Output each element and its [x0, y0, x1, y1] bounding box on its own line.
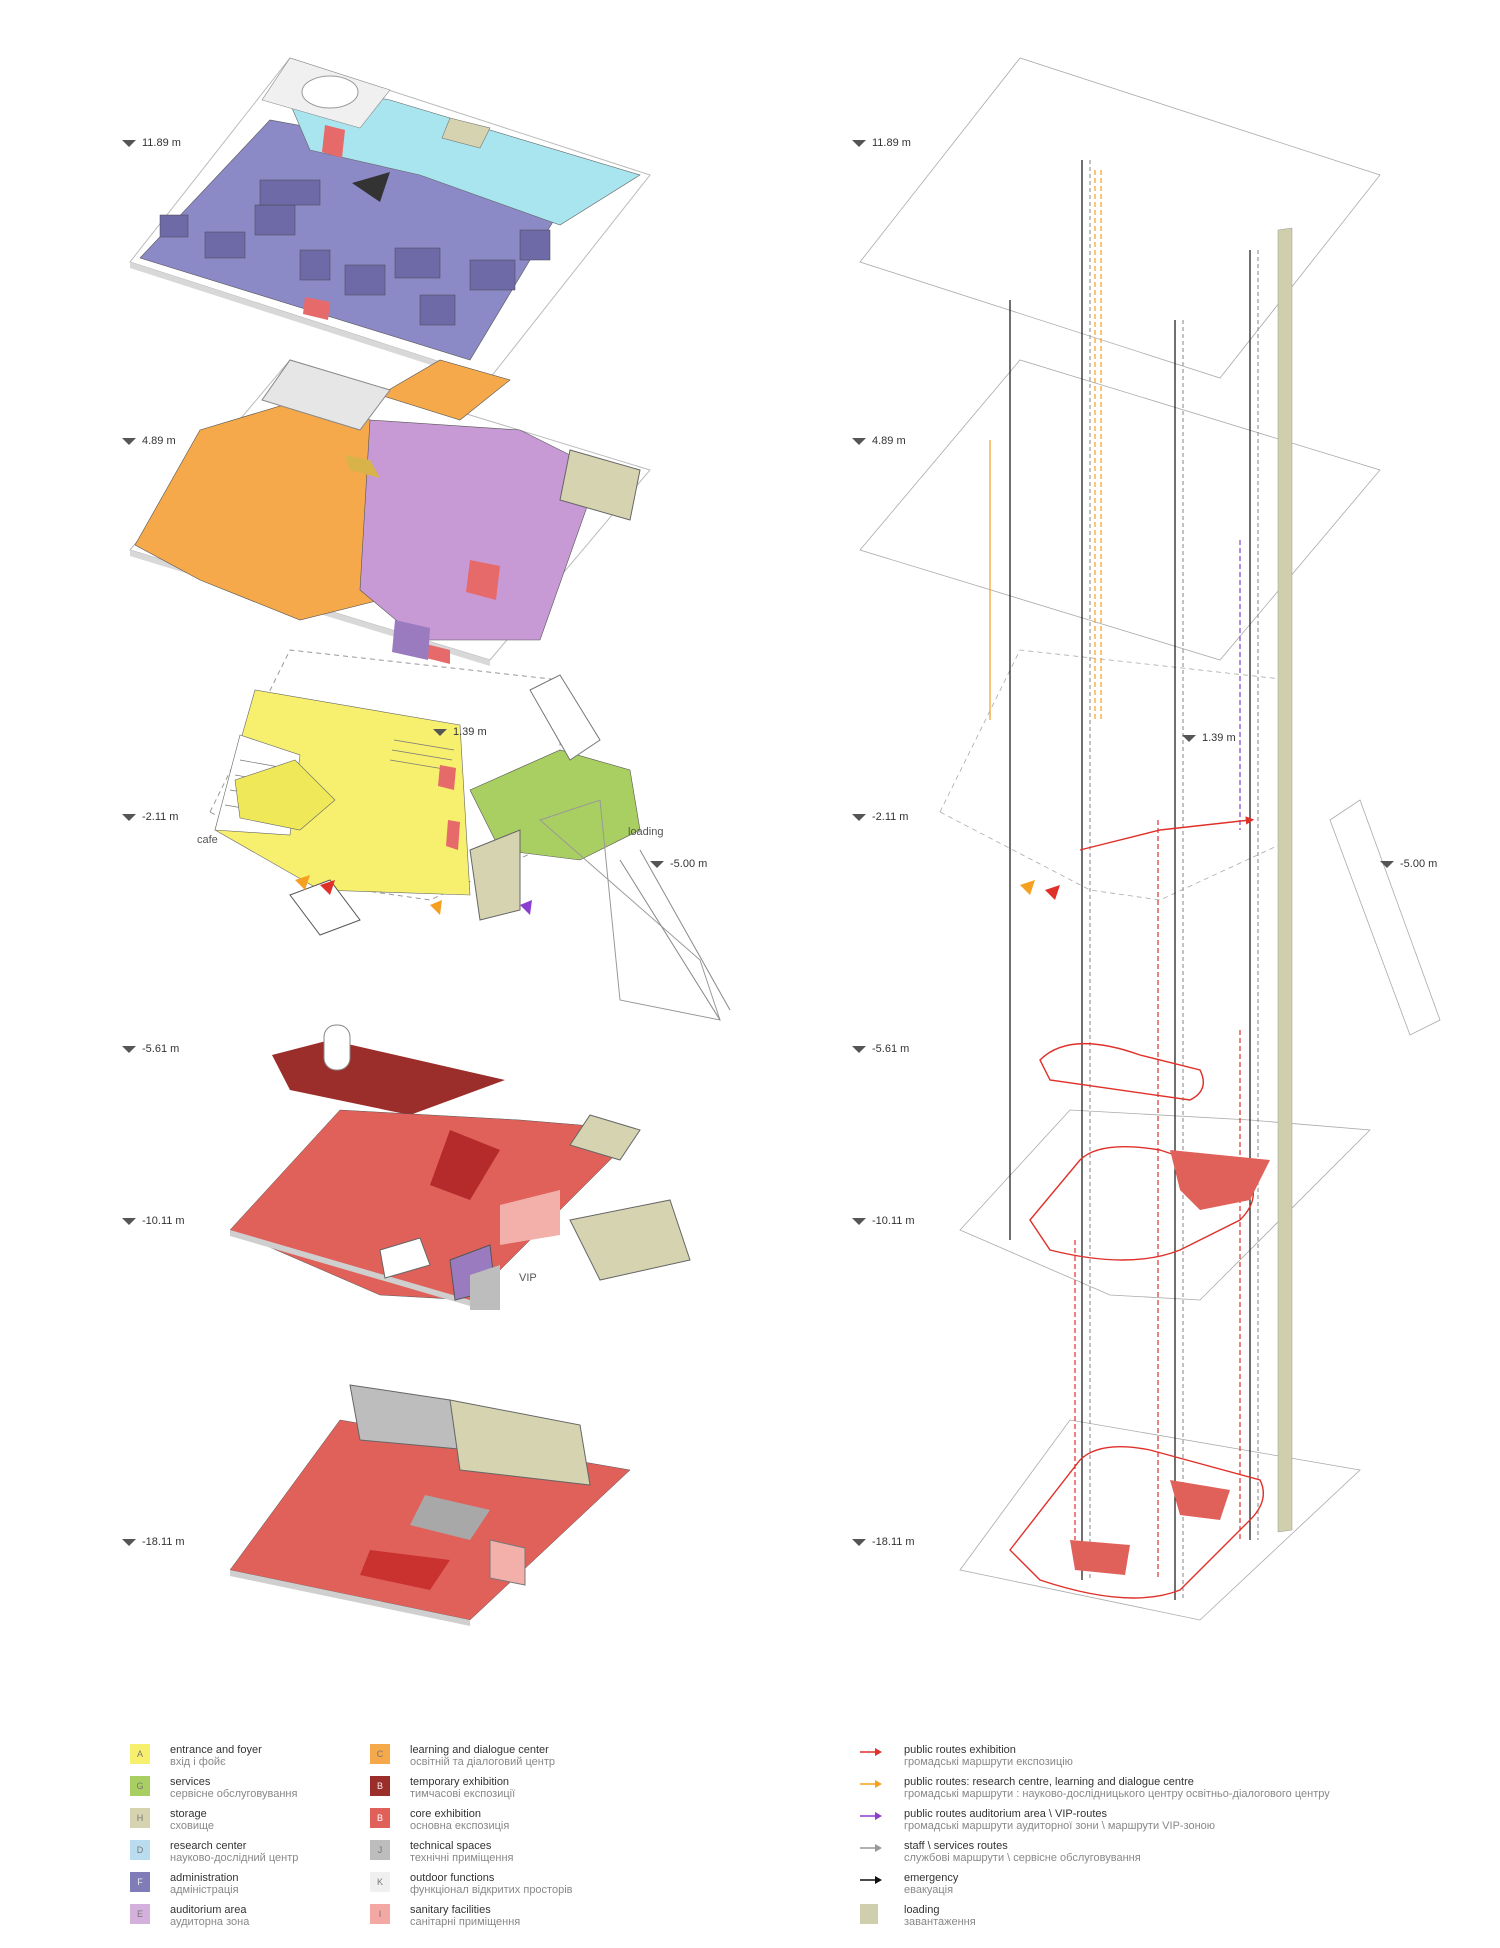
legend-swatch: D: [130, 1840, 150, 1860]
legend-swatch: B: [370, 1776, 390, 1796]
level-label-mid: 1.39 m: [433, 726, 487, 738]
cafe-label: cafe: [197, 834, 218, 846]
loading-label: loading: [628, 826, 664, 838]
floor-plate-11-89: [129, 57, 651, 384]
legend-swatch: K: [370, 1872, 390, 1892]
level-marker-icon: [122, 437, 136, 445]
legend-swatch: F: [130, 1872, 150, 1892]
level-marker-icon: [852, 437, 866, 445]
red-stair-blocks: [1070, 1150, 1270, 1575]
loading-shaft: [1277, 227, 1293, 1533]
legend-swatch: B: [370, 1808, 390, 1828]
vip-label: VIP: [519, 1272, 537, 1284]
legend-swatch: G: [130, 1776, 150, 1796]
level-label-side: -5.00 m: [1380, 858, 1437, 870]
route-diagram: [859, 57, 1441, 1621]
level-label: -5.61 m: [122, 1043, 179, 1055]
loading-swatch-icon: [860, 1904, 878, 1924]
level-label: -18.11 m: [852, 1536, 915, 1548]
level-marker-icon: [1380, 860, 1394, 868]
level-label: -10.11 m: [852, 1215, 915, 1227]
level-marker-icon: [852, 813, 866, 821]
level-marker-icon: [433, 728, 447, 736]
level-marker-icon: [650, 860, 664, 868]
floor-plate-minus-10-11: [229, 1024, 691, 1310]
level-marker-icon: [122, 1217, 136, 1225]
level-marker-icon: [852, 1538, 866, 1546]
purple-arrow-icon: [860, 1812, 882, 1820]
vertical-routes: [989, 160, 1259, 1600]
black-arrow-icon: [860, 1876, 882, 1884]
floor-plate-4-89: [129, 359, 651, 666]
level-marker-icon: [122, 813, 136, 821]
legend-swatch: A: [130, 1744, 150, 1764]
entrance-arrows: [295, 875, 1060, 915]
legend-swatch: E: [130, 1904, 150, 1924]
legend-swatch: I: [370, 1904, 390, 1924]
level-label-mid: 1.39 m: [1182, 732, 1236, 744]
level-marker-icon: [122, 1538, 136, 1546]
legend-swatch: H: [130, 1808, 150, 1828]
level-label: -2.11 m: [122, 811, 178, 823]
level-marker-icon: [852, 1217, 866, 1225]
legend-swatch: J: [370, 1840, 390, 1860]
level-marker-icon: [1182, 734, 1196, 742]
level-label: 4.89 m: [122, 435, 176, 447]
level-marker-icon: [122, 1045, 136, 1053]
level-label: -2.11 m: [852, 811, 908, 823]
level-label: 11.89 m: [852, 137, 911, 149]
level-label: 11.89 m: [122, 137, 181, 149]
level-marker-icon: [852, 139, 866, 147]
grey-arrow-icon: [860, 1844, 882, 1852]
level-label: -18.11 m: [122, 1536, 185, 1548]
level-label: -10.11 m: [122, 1215, 185, 1227]
orange-arrow-icon: [860, 1780, 882, 1788]
red-arrow-icon: [860, 1748, 882, 1756]
level-marker-icon: [852, 1045, 866, 1053]
level-label: -5.61 m: [852, 1043, 909, 1055]
exhibition-loops: [1009, 816, 1264, 1599]
level-label-side: -5.00 m: [650, 858, 707, 870]
level-marker-icon: [122, 139, 136, 147]
floor-plate-minus-18-11: [229, 1384, 631, 1626]
level-label: 4.89 m: [852, 435, 906, 447]
legend-swatch: C: [370, 1744, 390, 1764]
